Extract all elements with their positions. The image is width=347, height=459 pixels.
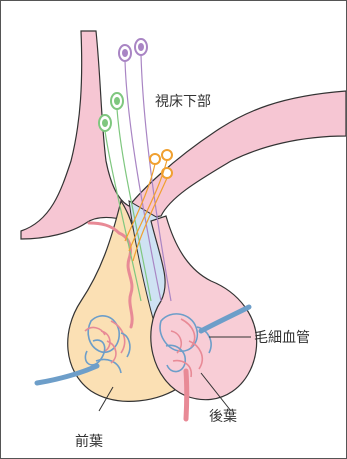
label-capillaries: 毛細血管 xyxy=(254,330,310,346)
posterior-artery xyxy=(186,371,187,419)
label-hypothalamus: 視床下部 xyxy=(155,94,211,110)
label-posterior-lobe: 後葉 xyxy=(209,409,237,425)
posterior-lobe xyxy=(151,216,257,400)
hypothalamus-tissue xyxy=(21,31,346,239)
label-anterior-lobe: 前葉 xyxy=(75,433,103,450)
